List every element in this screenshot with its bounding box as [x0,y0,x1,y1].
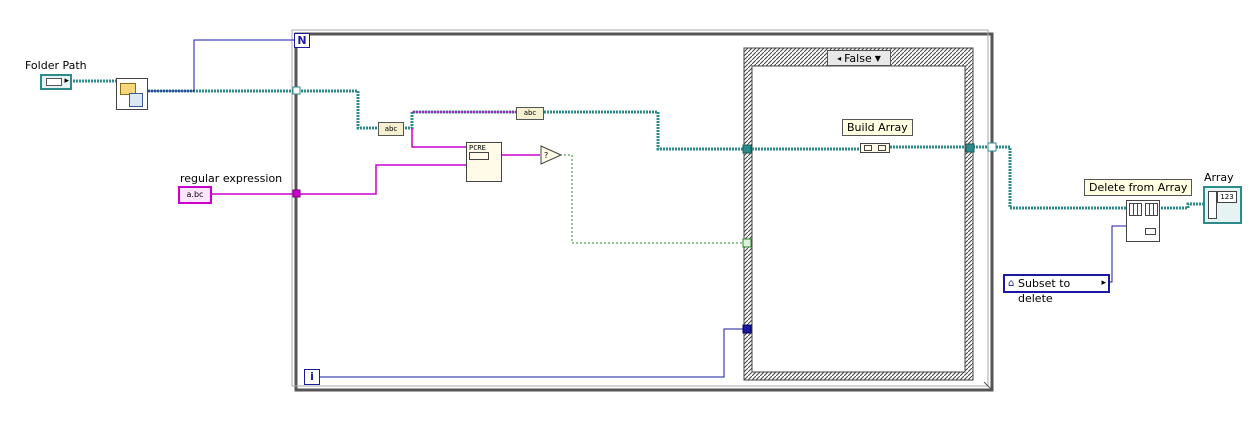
delete-from-array-tooltip: Delete from Array [1084,179,1193,196]
folder-path-label: Folder Path [25,59,87,72]
arrow-right-icon: ▸ [1101,278,1106,288]
build-array-icon [864,145,872,151]
array-label: Array [1204,171,1234,184]
loop-count-terminal[interactable]: N [294,33,310,48]
strip-path-text: abc [384,125,398,133]
regular-expression-label: regular expression [180,172,283,185]
case-out-tunnel[interactable] [965,143,975,153]
array-grid-out-icon [1145,203,1158,216]
files-icon [129,93,143,107]
case-selector-prev-icon[interactable]: ◂ [837,53,842,63]
build-array-out-icon [878,145,886,151]
loop-out-tunnel[interactable] [987,142,997,152]
folder-icon [120,83,136,95]
strip-path-node[interactable]: abc [378,122,404,136]
string-node[interactable]: abc [516,107,544,120]
case-selector[interactable]: ◂ False ▼ [827,50,891,66]
pcre-match-node[interactable]: PCRE [466,142,502,182]
string-tunnel-in[interactable] [292,189,301,198]
chevron-down-icon[interactable]: ▼ [874,53,881,63]
subset-to-delete-control[interactable]: ⌂ Subset to delete ▸ [1003,274,1110,305]
case-bool-tunnel[interactable] [742,238,752,248]
array-index-icon [1208,191,1217,219]
string-wires[interactable] [210,111,540,195]
regex-glyph: a.bc [186,190,204,199]
array-grid-icon [1129,203,1142,216]
folder-path-control[interactable]: ▸ [40,74,72,90]
case-structure-frame[interactable] [743,47,974,381]
boolean-wire[interactable] [560,154,746,244]
empty-string-compare-node[interactable]: ? [540,145,562,165]
for-loop-frame[interactable] [291,29,994,392]
pcre-bracket-icon [469,152,489,160]
iteration-letter: i [310,370,314,383]
path-tunnel-in[interactable] [292,86,301,95]
string-node-text: abc [523,109,537,117]
case-selector-value: False [844,51,872,65]
count-letter: N [297,34,307,47]
delete-from-array-node[interactable] [1126,200,1160,242]
regular-expression-control[interactable]: a.bc [178,186,212,204]
numeric-wires[interactable] [320,225,1126,378]
array-indicator[interactable]: 123 [1203,186,1242,224]
build-array-tooltip: Build Array [842,119,913,136]
arrow-right-icon: ▸ [64,76,69,86]
compare-question-glyph: ? [544,151,548,160]
case-numeric-tunnel[interactable] [742,324,752,334]
deleted-subset-icon [1145,228,1156,235]
array-element-icon: 123 [1217,191,1237,203]
build-array-node[interactable] [860,143,890,153]
cluster-icon: ⌂ [1008,278,1015,289]
case-path-tunnel[interactable] [742,144,752,154]
pcre-label: PCRE [469,144,486,152]
path-glyph-icon [46,78,62,86]
list-folder-node[interactable] [116,78,148,110]
iteration-terminal[interactable]: i [304,369,320,385]
subset-to-delete-label: Subset to delete [1018,277,1071,305]
